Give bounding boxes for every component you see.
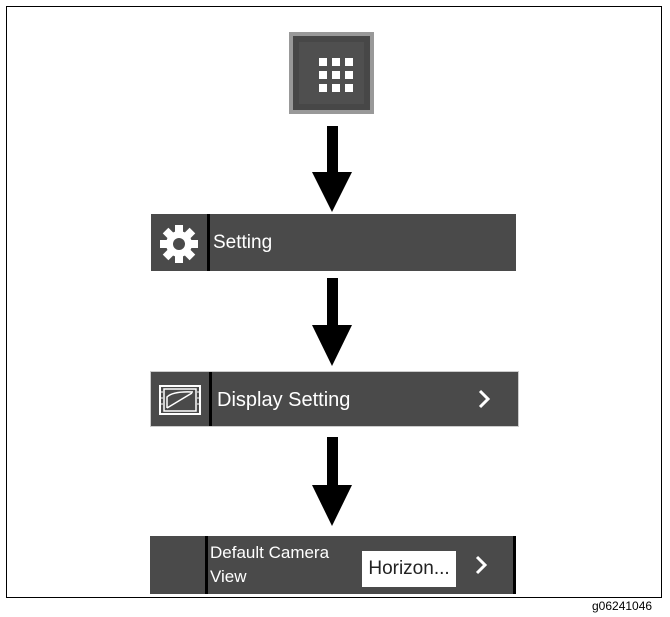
setting-label: Setting — [213, 232, 273, 253]
bar-divider — [205, 536, 208, 594]
display-screen-icon — [159, 385, 201, 415]
chevron-right-icon[interactable] — [474, 555, 488, 575]
default-camera-view-label: Default Camera View — [210, 543, 330, 586]
bar-divider — [209, 372, 212, 426]
down-arrow — [312, 278, 352, 366]
figure-id: g06241046 — [592, 599, 653, 613]
default-camera-view-menu-item[interactable]: Default Camera View Horizon... — [150, 536, 516, 594]
display-setting-menu-item[interactable]: Display Setting — [150, 371, 519, 427]
display-setting-label: Display Setting — [217, 389, 351, 411]
grid-apps-icon — [319, 58, 353, 92]
down-arrow — [312, 126, 352, 212]
bar-divider — [207, 214, 210, 271]
apps-button[interactable] — [289, 32, 374, 114]
bar-edge — [513, 536, 516, 594]
apps-button-face — [299, 42, 364, 104]
chevron-right-icon[interactable] — [477, 389, 491, 409]
figure-frame — [6, 6, 662, 598]
setting-menu-item[interactable]: Setting — [151, 214, 516, 271]
gear-icon — [160, 225, 198, 263]
camera-view-value[interactable]: Horizon... — [362, 551, 456, 587]
down-arrow — [312, 437, 352, 526]
